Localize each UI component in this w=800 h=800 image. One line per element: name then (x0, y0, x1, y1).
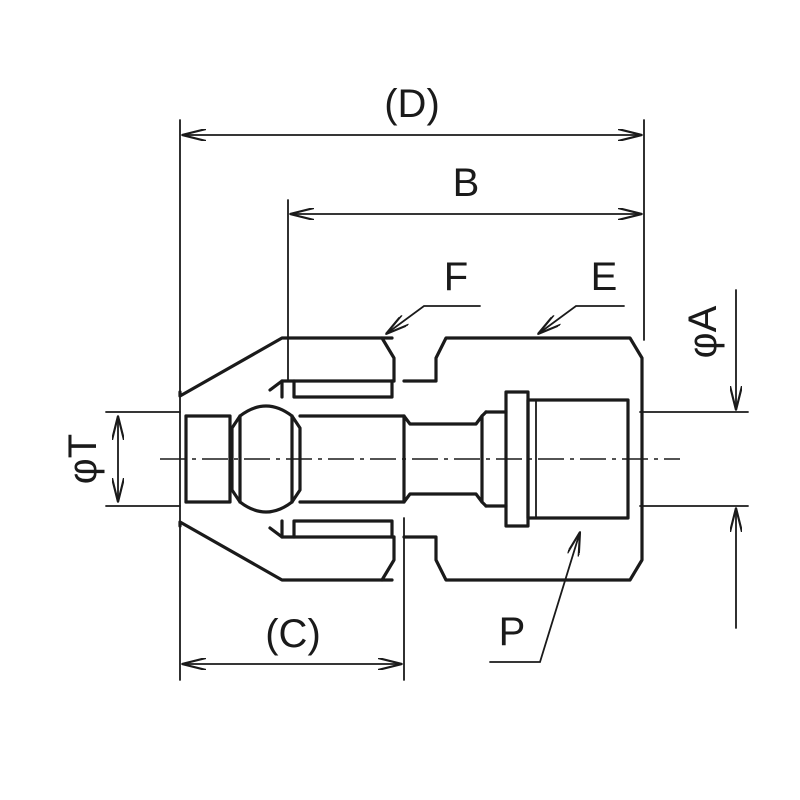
leader-f (385, 305, 481, 334)
label-e: E (591, 255, 618, 299)
label-p: P (499, 610, 526, 654)
leader-lines (385, 305, 625, 663)
nut-body (178, 336, 396, 582)
leader-p (489, 531, 580, 663)
label-f: F (444, 255, 468, 299)
label-d: (D) (384, 82, 440, 126)
extension-lines (105, 119, 749, 681)
label-phi-a: φA (681, 305, 725, 358)
label-c: (C) (265, 612, 321, 656)
leader-e (537, 305, 625, 334)
ferrule-sleeve (268, 379, 394, 539)
dimension-lines (118, 135, 736, 664)
labels: (D) B (C) F E P φT φA (61, 82, 725, 656)
label-b: B (453, 161, 480, 205)
label-phi-t: φT (61, 434, 105, 484)
